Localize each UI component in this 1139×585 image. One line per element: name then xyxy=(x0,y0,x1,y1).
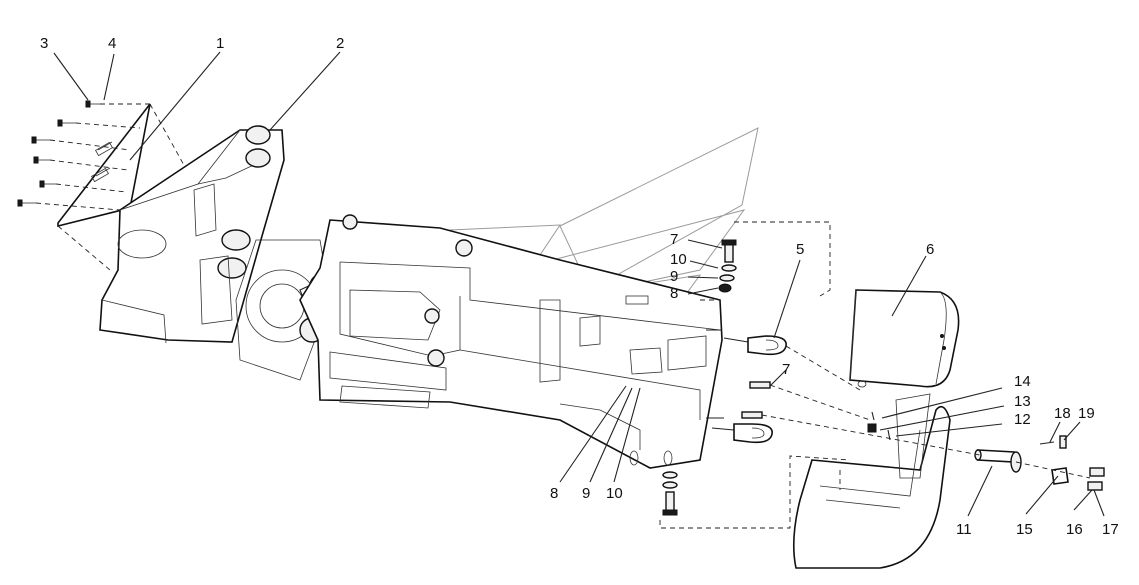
fastener-stack-bottom xyxy=(662,471,678,516)
callout-labels: 3 4 1 2 7 10 9 8 5 6 7 14 13 12 18 19 8 … xyxy=(40,35,1119,538)
callout-17: 17 xyxy=(1102,521,1119,538)
callout-11: 11 xyxy=(956,521,972,538)
screws-3 xyxy=(17,100,196,271)
fastener-stack-top xyxy=(718,239,737,293)
counterweight-6 xyxy=(792,289,960,569)
small-parts-12-19 xyxy=(867,411,1105,491)
assembly-lines xyxy=(659,221,1091,529)
callout-14: 14 xyxy=(1014,373,1031,390)
callout-6: 6 xyxy=(926,241,934,258)
callout-12: 12 xyxy=(1014,411,1031,428)
callout-7-top: 7 xyxy=(670,231,678,248)
callout-7-mid: 7 xyxy=(782,361,790,378)
callout-15: 15 xyxy=(1016,521,1033,538)
callout-2: 2 xyxy=(336,35,344,52)
callout-9-bottom: 9 xyxy=(582,485,590,502)
hitch-pin-11 xyxy=(974,449,1022,473)
callout-18: 18 xyxy=(1054,405,1071,422)
callout-16: 16 xyxy=(1066,521,1083,538)
callout-10-bottom: 10 xyxy=(606,485,623,502)
callout-10-top: 10 xyxy=(670,251,687,268)
tow-shackles-5 xyxy=(711,335,787,444)
callout-5: 5 xyxy=(796,241,804,258)
callout-1: 1 xyxy=(216,35,224,52)
callout-3: 3 xyxy=(40,35,48,52)
callout-9-top: 9 xyxy=(670,268,678,285)
frame-bracket xyxy=(99,125,331,381)
callout-13: 13 xyxy=(1014,393,1031,410)
leader-lines xyxy=(53,51,1105,517)
callout-8-bottom: 8 xyxy=(550,485,558,502)
callout-4: 4 xyxy=(108,35,116,52)
callout-19: 19 xyxy=(1078,405,1095,422)
callout-8-top: 8 xyxy=(670,285,678,302)
main-chassis xyxy=(299,214,724,469)
